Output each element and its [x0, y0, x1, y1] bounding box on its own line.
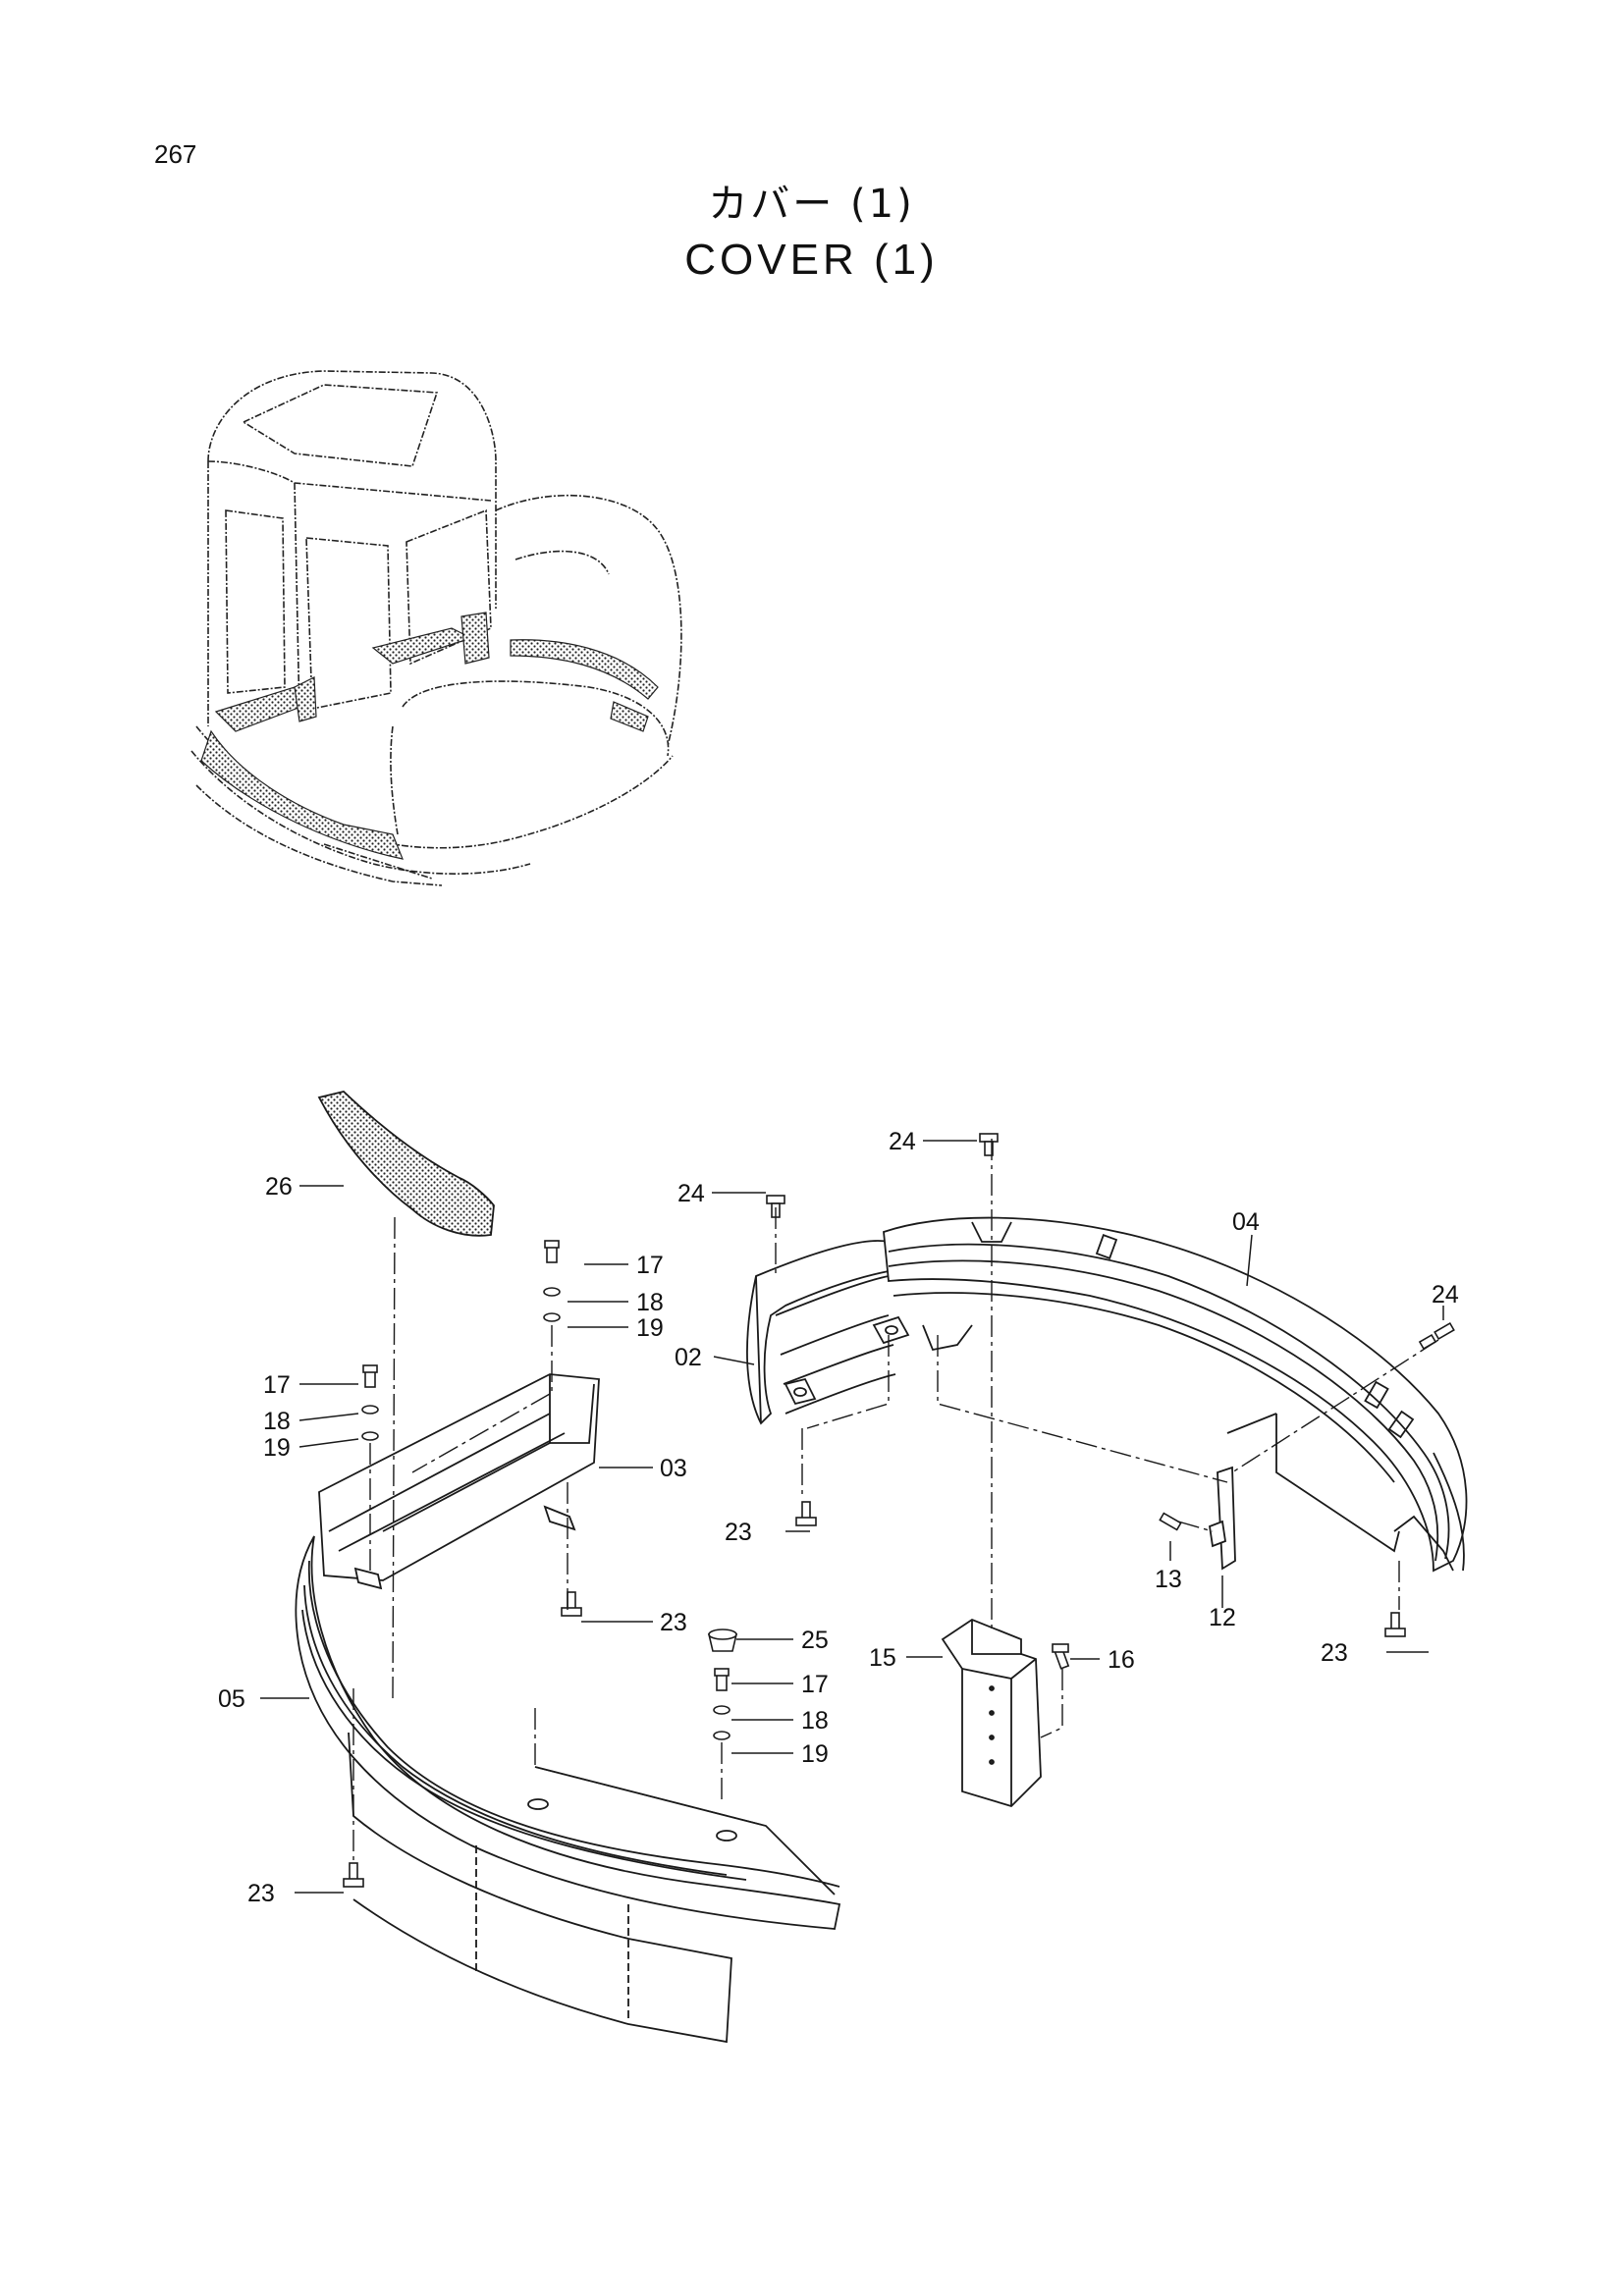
title-english: COVER (1) [684, 236, 939, 284]
bolt-13-icon [1159, 1512, 1182, 1531]
callout-23: 23 [247, 1880, 275, 1907]
overview-cover-highlight [200, 612, 659, 860]
bolt-17-center-icon [716, 1674, 728, 1691]
callout-19: 19 [801, 1740, 829, 1768]
bolt-17-left-icon [364, 1370, 376, 1388]
assembly-lines [352, 1139, 1439, 1860]
callout-23: 23 [660, 1609, 687, 1636]
front-cover-part-05 [295, 1535, 841, 1930]
leader-lines [260, 1140, 1444, 1894]
washer-18-left-icon [361, 1405, 379, 1415]
callout-18: 18 [801, 1707, 829, 1735]
washer-19-upper-icon [543, 1312, 561, 1322]
callout-16: 16 [1108, 1646, 1135, 1674]
washer-18-center-icon [713, 1705, 730, 1715]
bolt-17-upper-icon [546, 1246, 558, 1263]
callout-19: 19 [263, 1434, 291, 1462]
mat-part-26 [317, 1091, 495, 1237]
callout-23: 23 [725, 1519, 752, 1546]
title-japanese: カバー (1) [708, 182, 915, 227]
callout-19: 19 [636, 1314, 664, 1342]
callout-15: 15 [869, 1644, 896, 1672]
callout-04: 04 [1232, 1208, 1260, 1236]
rear-cover-part-04 [883, 1216, 1468, 1573]
callout-24: 24 [1432, 1281, 1459, 1308]
callout-labels: 26 17 18 19 17 18 19 03 23 23 05 23 25 1… [218, 1128, 1459, 1907]
callout-18: 18 [636, 1289, 664, 1316]
side-cover-part-02 [746, 1240, 890, 1425]
bolt-23-icons [343, 1501, 1406, 1888]
callout-13: 13 [1155, 1566, 1182, 1593]
callout-12: 12 [1209, 1604, 1236, 1631]
callout-05: 05 [218, 1685, 245, 1713]
page-number: 267 [154, 139, 197, 169]
page-title: カバー (1) COVER (1) [0, 177, 1623, 289]
callout-17: 17 [636, 1252, 664, 1279]
callout-02: 02 [675, 1344, 702, 1371]
callout-03: 03 [660, 1455, 687, 1482]
callout-24: 24 [889, 1128, 916, 1155]
washer-19-left-icon [361, 1431, 379, 1441]
inner-cover-part-03 [318, 1373, 600, 1581]
callout-24: 24 [677, 1180, 705, 1207]
excavator-overview-drawing-icon [190, 370, 682, 886]
callout-25: 25 [801, 1627, 829, 1654]
callout-23: 23 [1321, 1639, 1348, 1667]
fasteners [343, 1133, 1455, 1888]
cover-exploded-drawing-icon [295, 1091, 1468, 2044]
callout-26: 26 [265, 1173, 293, 1201]
callout-18: 18 [263, 1408, 291, 1435]
callout-17: 17 [263, 1371, 291, 1399]
washer-19-center-icon [713, 1731, 730, 1740]
callout-17: 17 [801, 1671, 829, 1698]
washer-18-upper-icon [543, 1287, 561, 1297]
